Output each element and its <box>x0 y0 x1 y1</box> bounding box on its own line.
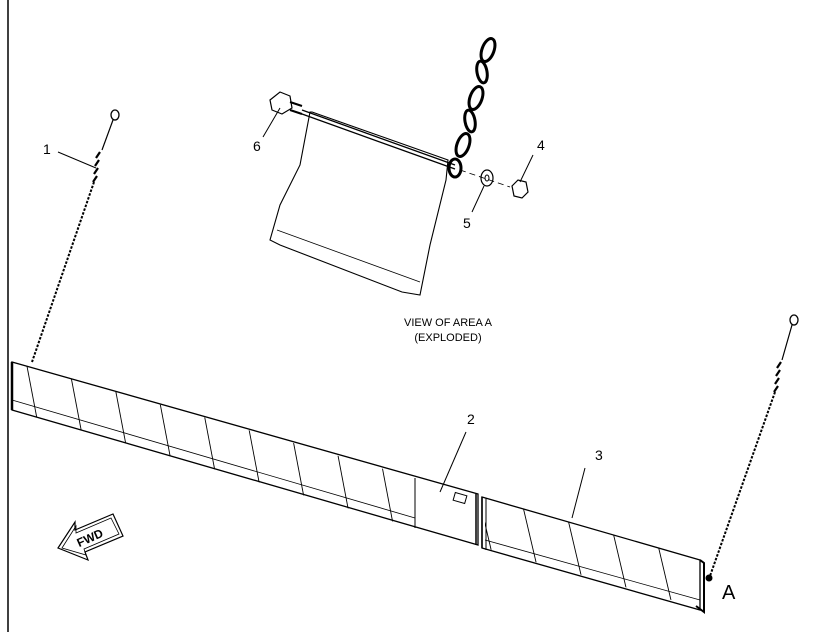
hatch-line <box>231 362 273 528</box>
left-chain-assembly <box>31 109 120 363</box>
hatch-line <box>315 362 357 528</box>
view-caption-line2: (EXPLODED) <box>414 332 481 344</box>
callout-1: 1 <box>43 141 51 157</box>
area-a-label: A <box>722 582 736 604</box>
hatch-line <box>12 362 21 528</box>
hatch-line <box>553 498 595 608</box>
hatch-line <box>63 362 105 528</box>
hatch-line <box>399 362 415 528</box>
hatch-line <box>189 362 231 528</box>
callout-3: 3 <box>595 447 603 463</box>
left-mud-flap <box>10 361 479 546</box>
callout-5: 5 <box>463 215 471 231</box>
hatch-pattern-left <box>12 362 415 528</box>
callout-6: 6 <box>253 138 261 154</box>
callout-4: 4 <box>537 137 545 153</box>
hatch-line <box>273 362 315 528</box>
hatch-line <box>511 498 553 608</box>
right-mud-flap <box>481 496 705 614</box>
right-chain-assembly <box>705 314 799 582</box>
hatch-line <box>637 498 679 608</box>
hatch-line <box>595 498 637 608</box>
hatch-line <box>147 362 189 528</box>
forward-direction-arrow: FWD <box>57 513 124 562</box>
callout-2: 2 <box>467 411 475 427</box>
leader-lines <box>57 107 586 519</box>
hatch-line <box>357 362 399 528</box>
hatch-line <box>21 362 63 528</box>
exploded-view-area-a <box>269 37 529 296</box>
view-caption-line1: VIEW OF AREA A <box>404 317 493 329</box>
